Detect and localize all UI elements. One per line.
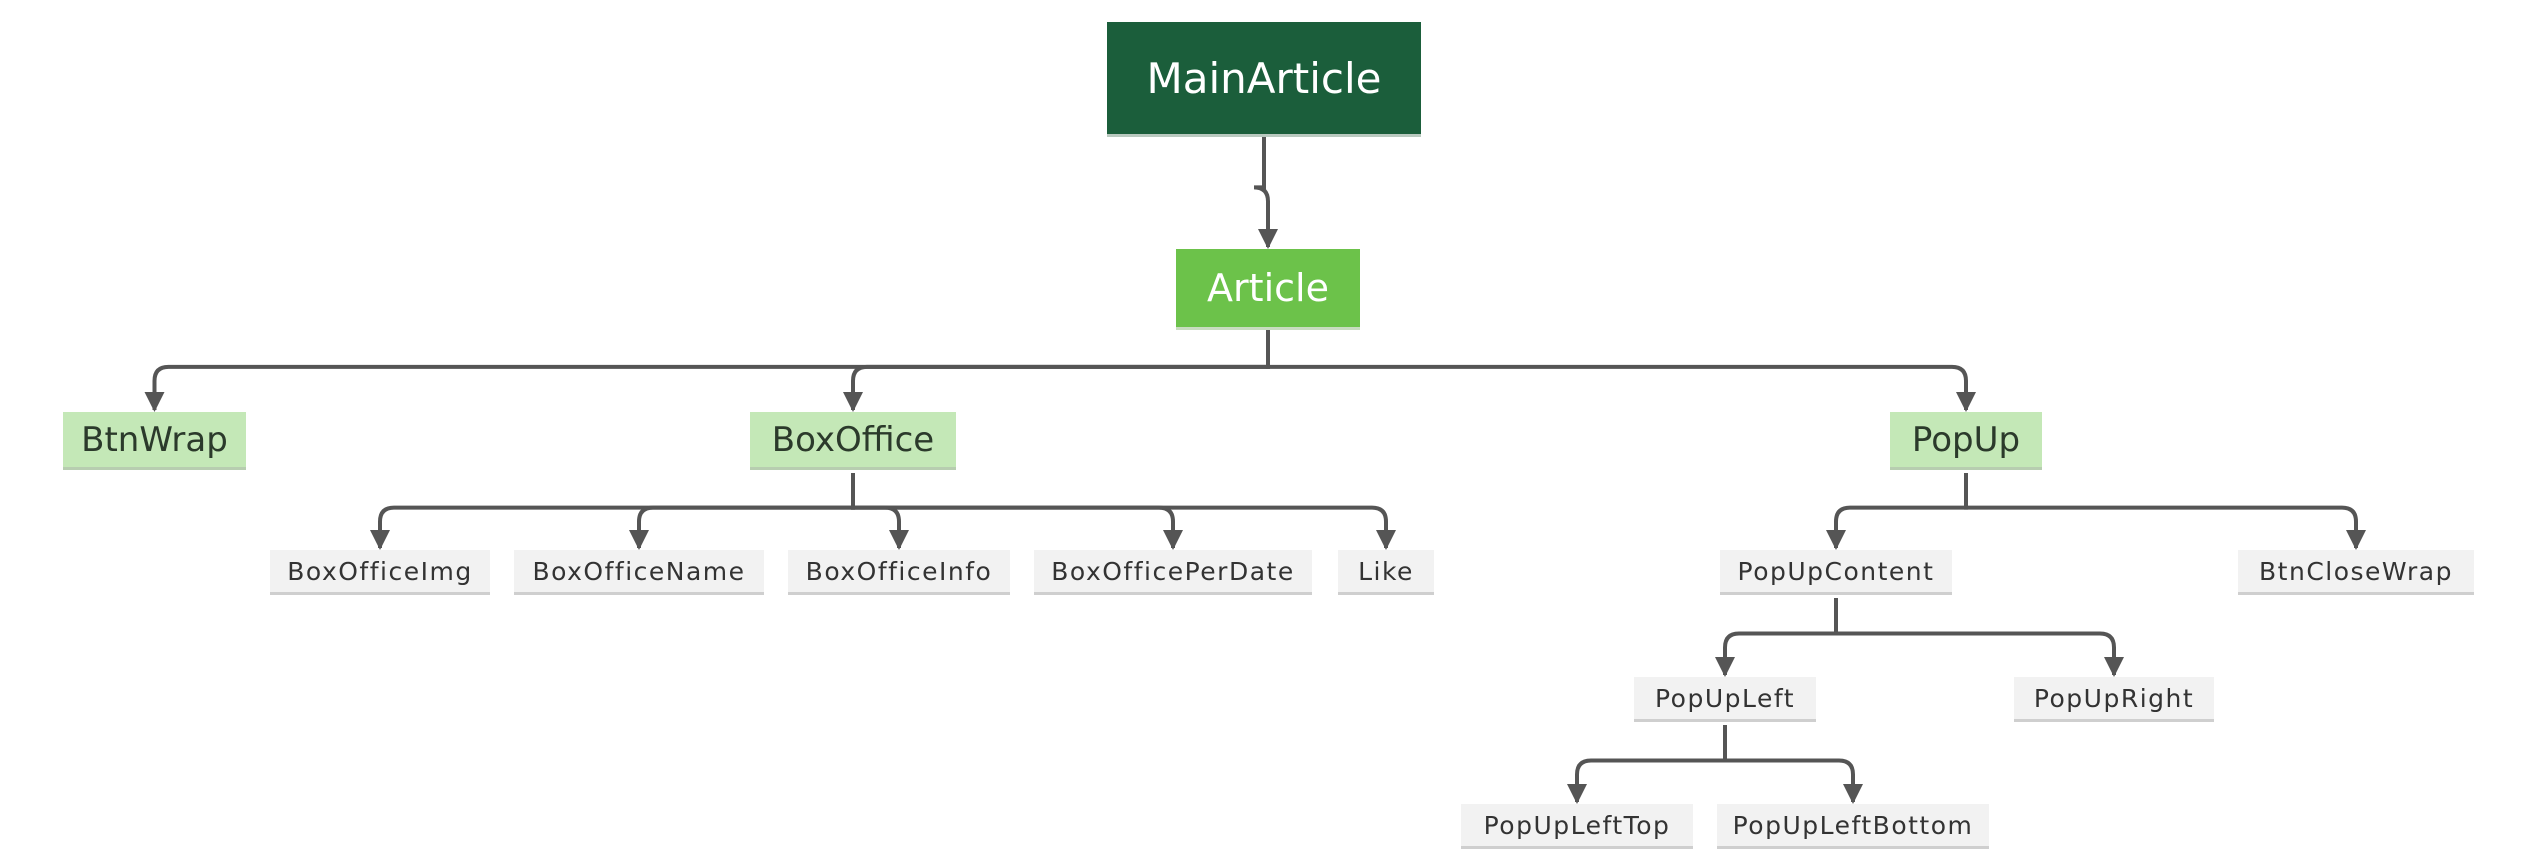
node-main-article: MainArticle (1107, 22, 1421, 134)
node-like: Like (1338, 550, 1434, 595)
connector-pop_up_content-to-pop_up_left (1715, 598, 1838, 677)
connector-pop_up-to-pop_up_content (1826, 473, 1968, 550)
connector-pop_up-to-btn_close_wrap (1964, 473, 2366, 550)
connector-pop_up_content-to-pop_up_right (1834, 598, 2124, 677)
connector-box_office-to-like (851, 473, 1396, 550)
node-pop-up-left-top: PopUpLeftTop (1461, 804, 1693, 849)
connector-box_office-to-box_office_info (851, 473, 909, 550)
connector-box_office-to-box_office_img (370, 473, 855, 550)
node-pop-up-left-bottom: PopUpLeftBottom (1717, 804, 1989, 849)
node-pop-up-content: PopUpContent (1720, 550, 1952, 595)
node-pop-up-right: PopUpRight (2014, 677, 2214, 722)
node-pop-up-left: PopUpLeft (1634, 677, 1816, 722)
connector-box_office-to-box_office_name (629, 473, 855, 550)
connector-main_article-to-article (1253, 137, 1278, 249)
node-pop-up: PopUp (1890, 412, 2042, 470)
connector-article-to-btn_wrap (144, 330, 1270, 412)
connector-article-to-pop_up (1266, 330, 1976, 412)
connector-pop_up_left-to-pop_up_left_top (1567, 725, 1727, 804)
node-article: Article (1176, 249, 1360, 327)
node-box-office-img: BoxOfficeImg (270, 550, 490, 595)
node-box-office-info: BoxOfficeInfo (788, 550, 1010, 595)
node-btn-wrap: BtnWrap (63, 412, 246, 470)
node-box-office: BoxOffice (750, 412, 956, 470)
connector-pop_up_left-to-pop_up_left_bottom (1723, 725, 1863, 804)
node-box-office-per-date: BoxOfficePerDate (1034, 550, 1312, 595)
node-box-office-name: BoxOfficeName (514, 550, 764, 595)
node-btn-close-wrap: BtnCloseWrap (2238, 550, 2474, 595)
connector-article-to-box_office (843, 330, 1270, 412)
